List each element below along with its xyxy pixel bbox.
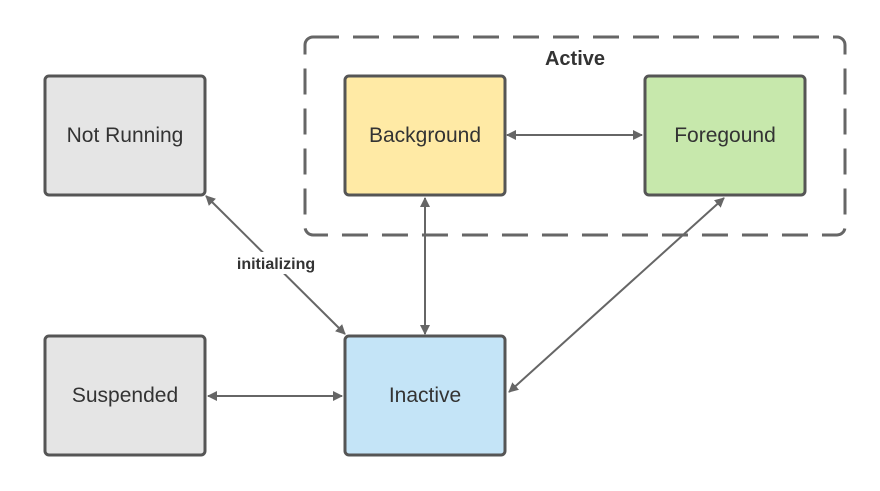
node-background: Background xyxy=(343,74,507,197)
node-inactive: Inactive xyxy=(343,334,507,457)
active-group-title-backing xyxy=(535,44,615,72)
node-background-label: Background xyxy=(369,124,481,147)
node-foreground-label: Foregound xyxy=(674,124,776,147)
node-suspended: Suspended xyxy=(43,334,207,457)
active-group-border xyxy=(303,35,847,237)
node-inactive-box xyxy=(343,334,507,457)
edge-label-initializing: initializing xyxy=(237,256,315,273)
active-group-title: Active xyxy=(545,48,605,70)
node-foreground-box xyxy=(643,74,807,197)
node-not-running-label: Not Running xyxy=(67,124,184,147)
edge-foreground-inactive xyxy=(508,197,725,393)
node-inactive-label: Inactive xyxy=(389,384,461,407)
node-background-box xyxy=(343,74,507,197)
edges: initializing xyxy=(205,130,725,401)
node-not-running-box xyxy=(43,74,207,197)
edge-label-backing xyxy=(228,252,324,274)
node-suspended-label: Suspended xyxy=(72,384,178,407)
node-not-running: Not Running xyxy=(43,74,207,197)
active-group: Active xyxy=(303,35,847,237)
node-suspended-box xyxy=(43,334,207,457)
node-foreground: Foregound xyxy=(643,74,807,197)
